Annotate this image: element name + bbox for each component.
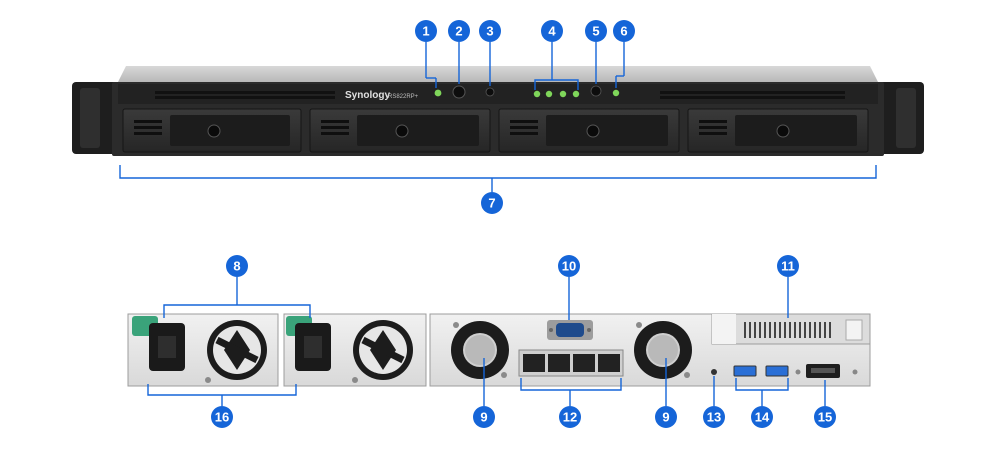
svg-text:2: 2 <box>455 24 462 39</box>
svg-text:4: 4 <box>548 24 556 39</box>
lan-port-3[interactable] <box>573 354 595 372</box>
callout-8: 8 <box>226 255 248 277</box>
reset-button[interactable] <box>485 87 495 97</box>
usb-port-2[interactable] <box>765 365 789 377</box>
callout-6: 6 <box>613 20 635 42</box>
lan-port-1[interactable] <box>523 354 545 372</box>
drive-tray-lock-icon <box>207 124 221 138</box>
svg-text:9: 9 <box>662 410 669 425</box>
system-fan-left <box>451 321 509 379</box>
svg-text:11: 11 <box>781 259 795 274</box>
svg-text:12: 12 <box>563 410 577 425</box>
rear-view <box>127 313 871 387</box>
drive-status-leds <box>533 90 580 98</box>
svg-text:6: 6 <box>620 24 627 39</box>
callout-14: 14 <box>751 406 773 428</box>
drive-led-2 <box>545 90 553 98</box>
psu-module-2 <box>283 313 427 387</box>
status-led <box>434 89 442 97</box>
usb-port-1[interactable] <box>733 365 757 377</box>
drive-tray-lock-icon <box>586 124 600 138</box>
alert-led <box>612 89 620 97</box>
psu-fan-2 <box>353 320 413 380</box>
rear-reset-button[interactable] <box>711 369 717 375</box>
svg-text:16: 16 <box>215 410 229 425</box>
svg-text:3: 3 <box>486 24 493 39</box>
drive-tray-2[interactable] <box>309 108 491 153</box>
callout-15: 15 <box>814 406 836 428</box>
front-vent-left <box>155 91 335 99</box>
svg-text:9: 9 <box>480 410 487 425</box>
callout-9-left: 9 <box>473 406 495 428</box>
brand-logo: Synology <box>345 90 390 101</box>
callout-7: 7 <box>481 192 503 214</box>
usb-ports <box>733 365 789 377</box>
expansion-port[interactable] <box>806 364 840 378</box>
callout-5: 5 <box>585 20 607 42</box>
drive-trays <box>122 108 869 153</box>
drive-tray-lock-icon <box>776 124 790 138</box>
lan-ports <box>518 349 624 377</box>
drive-tray-4[interactable] <box>687 108 869 153</box>
front-vent-right <box>660 91 845 99</box>
drive-tray-1[interactable] <box>122 108 302 153</box>
callout-13: 13 <box>703 406 725 428</box>
lan-port-2[interactable] <box>548 354 570 372</box>
svg-text:8: 8 <box>233 259 240 274</box>
leader-lines <box>119 42 877 406</box>
callout-4: 4 <box>541 20 563 42</box>
svg-text:1: 1 <box>422 24 429 39</box>
callout-9-right: 9 <box>655 406 677 428</box>
power-button[interactable] <box>452 85 466 99</box>
callout-badges: 1 2 3 4 5 6 7 8 9 9 10 11 12 13 14 15 16 <box>211 20 836 428</box>
front-view: Synology RS822RP+ <box>72 66 924 156</box>
svg-text:5: 5 <box>592 24 599 39</box>
front-top-cover <box>118 66 878 82</box>
drive-led-4 <box>572 90 580 98</box>
drive-tray-lock-icon <box>395 124 409 138</box>
svg-text:10: 10 <box>562 259 576 274</box>
svg-text:7: 7 <box>488 196 495 211</box>
psu-fan-1 <box>207 320 267 380</box>
callout-3: 3 <box>479 20 501 42</box>
beep-off-button[interactable] <box>590 85 602 97</box>
lan-port-4[interactable] <box>598 354 620 372</box>
callout-10: 10 <box>558 255 580 277</box>
drive-led-3 <box>559 90 567 98</box>
svg-text:15: 15 <box>818 410 832 425</box>
drive-tray-3[interactable] <box>498 108 680 153</box>
pcie-expansion-slot <box>711 313 871 345</box>
model-label: RS822RP+ <box>388 94 419 100</box>
callout-12: 12 <box>559 406 581 428</box>
psu-module-1 <box>127 313 279 387</box>
callout-16: 16 <box>211 406 233 428</box>
callout-2: 2 <box>448 20 470 42</box>
svg-text:14: 14 <box>755 410 770 425</box>
console-port[interactable] <box>547 320 593 340</box>
system-fan-right <box>634 321 692 379</box>
callout-1: 1 <box>415 20 437 42</box>
callout-11: 11 <box>777 255 799 277</box>
drive-led-1 <box>533 90 541 98</box>
svg-text:13: 13 <box>707 410 721 425</box>
